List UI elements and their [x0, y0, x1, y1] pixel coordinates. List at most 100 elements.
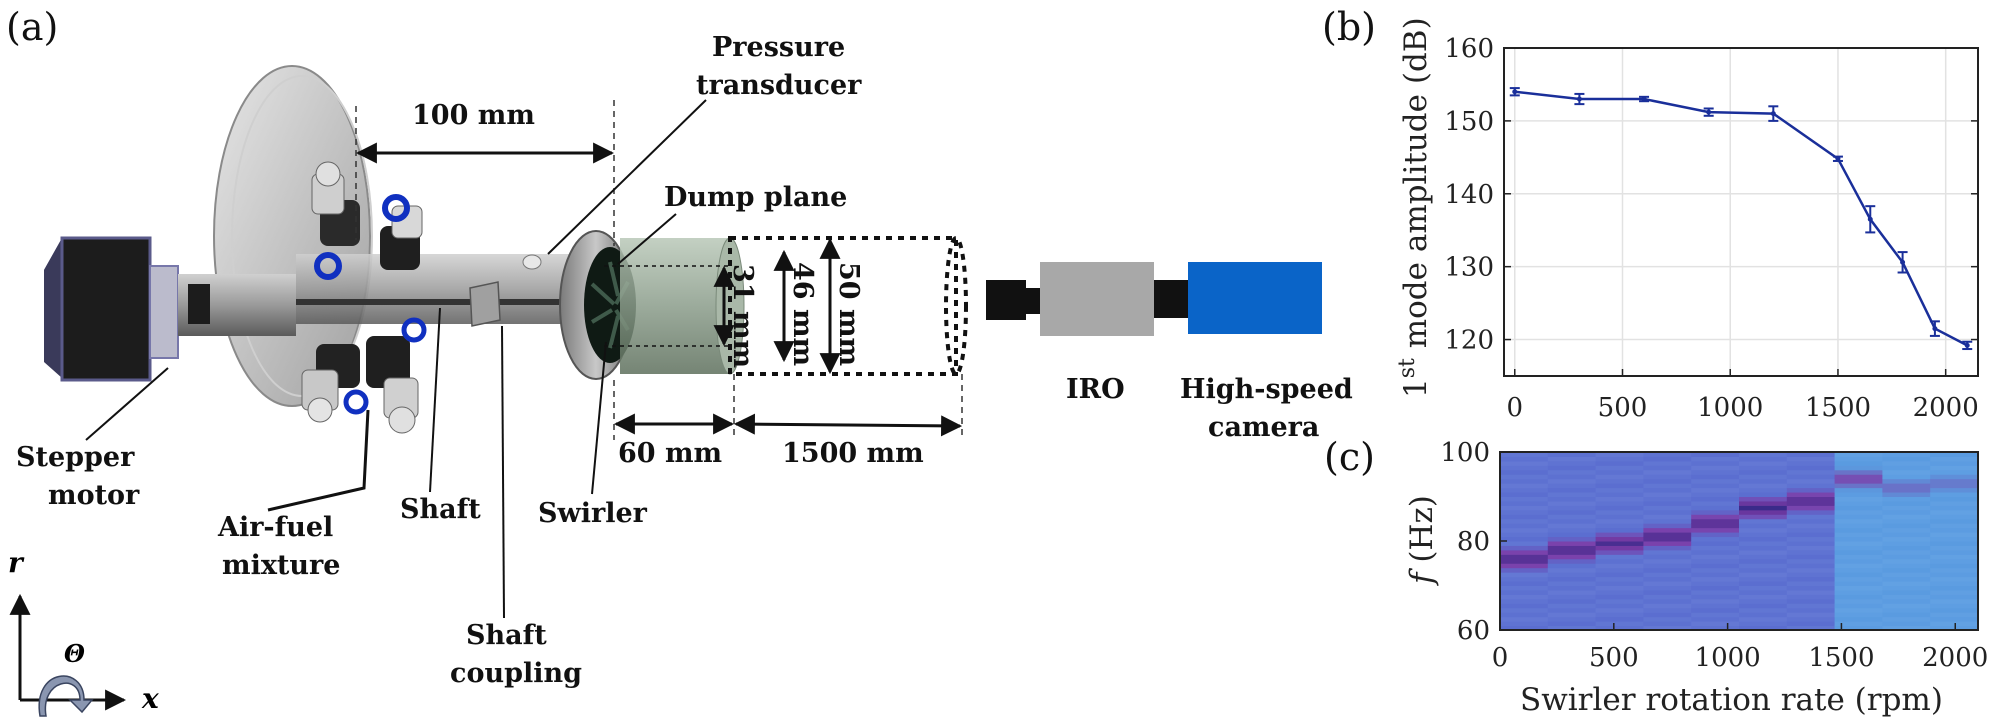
- spectrogram-cell: [1739, 567, 1788, 573]
- spectrogram-cell: [1834, 585, 1883, 591]
- spectrogram-cell: [1834, 567, 1883, 573]
- spectrogram-cell: [1834, 487, 1883, 493]
- spectrogram-cell: [1691, 456, 1740, 462]
- spectrogram-xtick-label: 500: [1589, 643, 1639, 673]
- spectrogram-cell: [1882, 505, 1931, 511]
- amplitude-xtick-label: 500: [1598, 393, 1648, 423]
- spectrogram-cell: [1643, 496, 1692, 502]
- spectrogram-cell: [1739, 581, 1788, 586]
- rotation-arrow-icon: [38, 675, 94, 717]
- spectrogram-cell: [1834, 576, 1883, 582]
- label-dump-plane: Dump plane: [664, 182, 847, 213]
- amplitude-series-line: [1514, 90, 1968, 347]
- oring-1: [314, 252, 342, 280]
- spectrogram-cell: [1500, 594, 1549, 600]
- spectrogram-cell: [1930, 456, 1979, 462]
- spectrogram-cell: [1930, 527, 1979, 533]
- spectrogram-cell: [1500, 487, 1549, 493]
- spectrogram-cell: [1834, 474, 1883, 480]
- panel-label-a: (a): [6, 5, 58, 49]
- spectrogram-cell: [1834, 536, 1883, 542]
- spectrogram-cell: [1547, 536, 1597, 542]
- spectrogram-cell: [1930, 549, 1979, 555]
- label-camera-1: High-speed: [1180, 374, 1353, 405]
- spectrogram-cell: [1643, 452, 1692, 457]
- spectrogram-cell: [1691, 576, 1740, 582]
- spectrogram-cell: [1500, 558, 1549, 564]
- spectrogram-cell: [1882, 452, 1931, 457]
- spectrogram-cell: [1500, 585, 1549, 591]
- amplitude-ytick-label: 160: [1444, 34, 1494, 64]
- spectrogram-cell: [1643, 460, 1692, 466]
- spectrogram-cell: [1500, 474, 1549, 480]
- spectrogram-cell: [1786, 532, 1836, 538]
- spectrogram-cell: [1500, 465, 1549, 471]
- spectrogram-cell: [1691, 585, 1740, 591]
- spectrogram-cell: [1595, 612, 1644, 618]
- spectrogram-cell: [1882, 496, 1931, 502]
- spectrogram-cell: [1786, 549, 1836, 555]
- spectrogram-cell: [1930, 500, 1979, 506]
- spectrogram-cell: [1834, 456, 1883, 462]
- spectrogram-cell: [1930, 483, 1979, 489]
- spectrogram-cell: [1834, 492, 1883, 497]
- spectrogram-cell: [1739, 585, 1788, 591]
- spectrogram-cell: [1739, 456, 1788, 462]
- spectrogram-cell: [1547, 527, 1597, 533]
- spectrogram-cell: [1595, 585, 1644, 591]
- spectrogram-cell: [1643, 581, 1692, 586]
- spectrogram-cell: [1547, 576, 1597, 582]
- spectrogram-cell: [1547, 500, 1597, 506]
- schematic-panel: (a): [6, 5, 1353, 717]
- spectrogram-cell: [1595, 500, 1644, 506]
- amplitude-xtick-label: 0: [1506, 393, 1523, 423]
- spectrogram-cell: [1595, 527, 1644, 533]
- spectrogram-cell: [1547, 492, 1597, 497]
- spectrogram-cell: [1691, 572, 1740, 578]
- spectrogram-cell: [1786, 576, 1836, 582]
- spectrogram-cell: [1930, 567, 1979, 573]
- spectrogram-cell: [1739, 612, 1788, 618]
- amplitude-ytick-label: 140: [1444, 180, 1494, 210]
- spectrogram-cell: [1691, 452, 1740, 457]
- spectrogram-cell: [1739, 500, 1788, 506]
- spectrogram-cell: [1691, 589, 1740, 595]
- spectrogram-cell: [1595, 558, 1644, 564]
- spectrogram-cell: [1500, 607, 1549, 613]
- spectrogram-cell: [1739, 469, 1788, 475]
- spectrogram-cell: [1930, 518, 1979, 524]
- spectrogram-cell: [1930, 465, 1979, 471]
- spectrogram-cell: [1547, 598, 1597, 604]
- spectrogram-cell: [1834, 483, 1883, 489]
- spectrogram-cell: [1834, 563, 1883, 569]
- spectrogram-cell: [1834, 518, 1883, 524]
- spectrogram-xlabel: Swirler rotation rate (rpm): [1520, 682, 1943, 718]
- amplitude-grid: [1504, 47, 1978, 376]
- spectrogram-cell: [1691, 492, 1740, 497]
- spectrogram-cell: [1930, 536, 1979, 542]
- spectrogram-cell: [1930, 616, 1979, 622]
- amplitude-ylabel: 1st mode amplitude (dB): [1395, 17, 1434, 398]
- spectrogram-cell: [1500, 554, 1549, 560]
- spectrogram-cell: [1739, 549, 1788, 555]
- spectrogram-cell: [1930, 496, 1979, 502]
- spectrogram-cell: [1547, 621, 1597, 627]
- spectrogram-cell: [1834, 541, 1883, 546]
- spectrogram-cell: [1786, 456, 1836, 462]
- spectrogram-cell: [1786, 474, 1836, 480]
- spectrogram-cell: [1786, 505, 1836, 511]
- spectrogram-cell: [1547, 514, 1597, 520]
- spectrogram-cell: [1643, 474, 1692, 480]
- iro-body: [1040, 262, 1154, 336]
- spectrogram-cell: [1882, 509, 1931, 515]
- dim-label-46: 46 mm: [787, 262, 818, 366]
- spectrogram-cell: [1643, 500, 1692, 506]
- spectrogram-cell: [1786, 496, 1836, 502]
- spectrogram-cell: [1547, 460, 1597, 466]
- spectrogram-cell: [1643, 607, 1692, 613]
- dim-label-60: 60 mm: [618, 438, 722, 469]
- spectrogram-cell: [1930, 474, 1979, 480]
- spectrogram-cell: [1930, 594, 1979, 600]
- spectrogram-cell: [1500, 456, 1549, 462]
